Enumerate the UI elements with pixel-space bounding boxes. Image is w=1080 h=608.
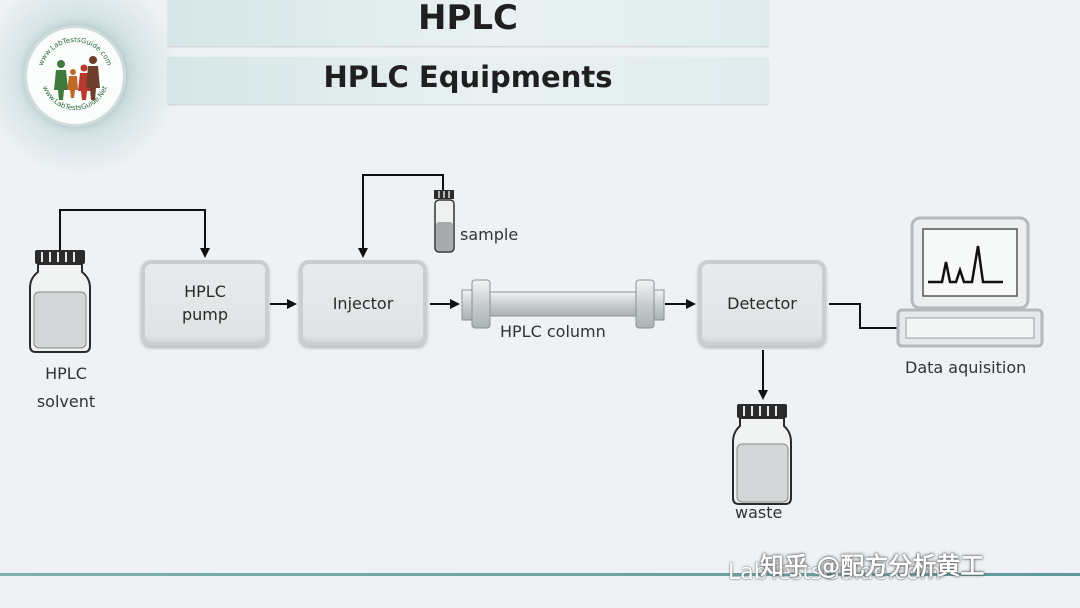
- computer-monitor-icon: [896, 216, 1044, 348]
- pump-label-line2: pump: [181, 305, 229, 324]
- injector-label: Injector: [332, 293, 394, 313]
- sample-label: sample: [460, 225, 519, 244]
- column-label: HPLC column: [500, 322, 606, 341]
- sample-vial-icon: [434, 190, 455, 253]
- detector-label: Detector: [727, 293, 797, 313]
- footer-divider: [0, 573, 1080, 576]
- footer-site-text: LabTestsGuide.com: [728, 560, 942, 585]
- hplc-column-icon: [461, 279, 665, 329]
- data-acquisition-label: Data aquisition: [905, 358, 1027, 377]
- detector-box: Detector: [698, 260, 826, 346]
- solvent-label-line2: solvent: [36, 392, 96, 411]
- page-subtitle: HPLC Equipments: [168, 57, 768, 104]
- waste-label: waste: [735, 503, 783, 522]
- solvent-label: HPLC solvent: [28, 360, 104, 416]
- hplc-pump-box: HPLC pump: [141, 260, 269, 346]
- family-logo-icon: www.LabTestsGuide.com www.LabTestsGuide.…: [37, 36, 114, 112]
- page-title: HPLC: [168, 0, 768, 46]
- pump-label-line1: HPLC: [184, 282, 226, 301]
- solvent-bottle-icon: [29, 250, 91, 353]
- watermark-text: 知乎 @配方分析黄工: [760, 552, 985, 580]
- solvent-label-line1: HPLC: [45, 364, 87, 383]
- site-logo: www.LabTestsGuide.com www.LabTestsGuide.…: [27, 28, 123, 124]
- injector-box: Injector: [299, 260, 427, 346]
- waste-bottle-icon: [732, 404, 792, 505]
